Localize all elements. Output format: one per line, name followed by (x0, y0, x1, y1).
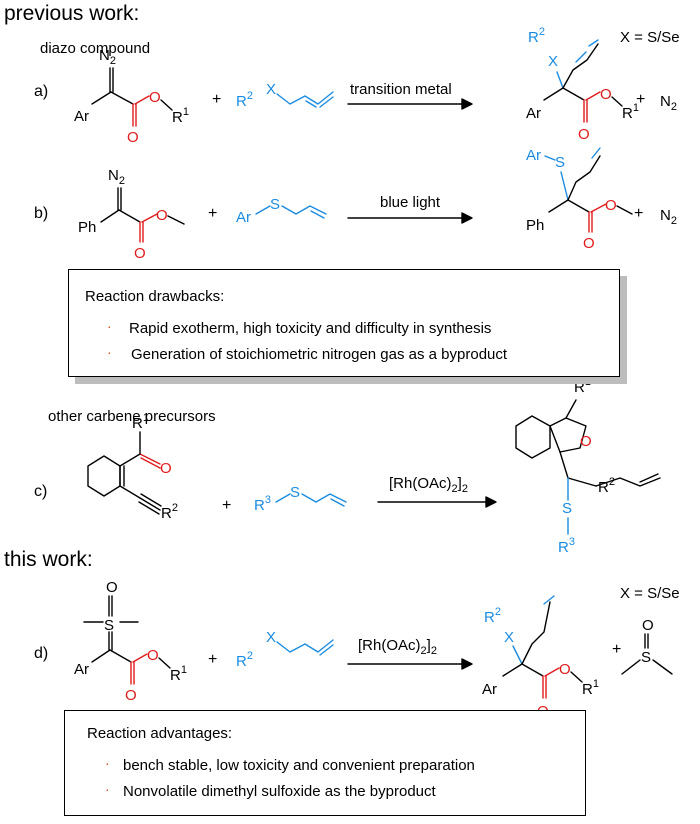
s-atom: S (290, 484, 300, 501)
x-atom: X (266, 81, 276, 98)
condition-rh-catalyst: [Rh(OAc)2​]2​ (389, 475, 468, 495)
dmso-oxygen: O (642, 617, 654, 634)
advantage-bullet: · (105, 781, 110, 797)
s-atom: S (270, 196, 280, 213)
r3-group: R3​ (254, 494, 271, 514)
r1-group: R1​ (132, 412, 149, 432)
advantage-bullet: · (105, 755, 110, 771)
product-x-atom: X (504, 629, 514, 646)
plus-sign: + (212, 91, 221, 108)
ester-oxygen: O (156, 207, 168, 224)
dmso-s-atom: S (641, 649, 651, 666)
r2-group: R2​ (236, 650, 253, 670)
reaction-c: c) O R1​ R2​ + R3​ S [Rh(OAc)2​]2​ R1​ O (34, 376, 661, 556)
r1-group: R1​ (172, 106, 189, 126)
ester-oxygen: O (147, 647, 159, 664)
drawback-bullet: · (107, 344, 112, 360)
n2-atom: N2​ (108, 167, 125, 187)
advantage-item-2: Nonvolatile dimethyl sulfoxide as the by… (123, 783, 436, 800)
drawback-item-1: Rapid exotherm, high toxicity and diffic… (129, 320, 492, 337)
condition-transition-metal: transition metal (350, 81, 452, 98)
reaction-b: b) N2​ Ph O O + Ar S blue light Ar S Ph (34, 147, 677, 262)
product-ester-oxygen: O (600, 86, 612, 103)
product-ar-group: Ar (526, 147, 541, 164)
heading-diazo-compound: diazo compound (40, 40, 151, 57)
product-x-atom: X (548, 53, 558, 70)
plus-sign: + (222, 497, 231, 514)
r1-group: R1​ (170, 664, 187, 684)
product-ar-atom: Ar (526, 105, 541, 122)
heading-other-carbene-precursors: other carbene precursors (48, 408, 216, 425)
product-ester-oxygen: O (605, 197, 617, 214)
ester-oxygen: O (149, 89, 161, 106)
furan-oxygen: O (580, 433, 592, 450)
carbonyl-oxygen: O (125, 687, 137, 704)
ylide-s-atom: S (104, 617, 114, 634)
ar-atom: Ar (74, 108, 89, 125)
sulfoxide-oxygen: O (106, 579, 118, 596)
reaction-d-label: d) (34, 645, 48, 662)
ph-group: Ph (78, 219, 96, 236)
product-s-atom: S (562, 500, 572, 517)
carbonyl-oxygen: O (160, 460, 172, 477)
product-ester-oxygen: O (559, 661, 571, 678)
advantages-title: Reaction advantages: (87, 725, 233, 742)
reaction-a: a) N2​ Ar O O R1​ + R2​ X transition met… (34, 26, 677, 146)
product-carbonyl-oxygen: O (583, 235, 595, 252)
drawback-bullet: · (107, 318, 112, 334)
plus-sign: + (208, 651, 217, 668)
drawbacks-box: Reaction drawbacks: · Rapid exotherm, hi… (68, 269, 620, 377)
condition-blue-light: blue light (380, 194, 441, 211)
condition-rh-catalyst: [Rh(OAc)2​]2​ (358, 637, 437, 657)
product-r2-group: R2​ (598, 476, 615, 496)
advantages-box: Reaction advantages: · bench stable, low… (64, 710, 586, 816)
heading-this-work: this work: (4, 548, 93, 571)
product-r2-group: R2​ (484, 606, 501, 626)
r2-group: R2​ (236, 90, 253, 110)
heading-previous-work: previous work: (4, 2, 140, 25)
x-atom: X (266, 629, 276, 646)
product-r3-group: R3​ (558, 536, 575, 556)
carbonyl-oxygen: O (127, 129, 139, 146)
product-carbonyl-oxygen: O (578, 126, 590, 143)
x-definition-a: X = S/Se (620, 29, 680, 46)
product-r1-group: R1​ (622, 102, 639, 122)
reaction-b-label: b) (34, 205, 48, 222)
reaction-a-label: a) (34, 83, 48, 100)
product-r2-group: R2​ (528, 26, 545, 46)
ar-atom: Ar (74, 661, 89, 678)
drawback-item-2: Generation of stoichiometric nitrogen ga… (131, 346, 508, 363)
n2-atom: N2​ (99, 47, 116, 67)
drawbacks-title: Reaction drawbacks: (85, 288, 225, 305)
advantage-item-1: bench stable, low toxicity and convenien… (123, 757, 475, 774)
plus-sign: + (612, 641, 621, 658)
product-ar-atom: Ar (482, 681, 497, 698)
x-definition-d: X = S/Se (620, 585, 680, 602)
carbonyl-oxygen: O (134, 245, 146, 262)
n2-byproduct: N2​ (660, 207, 677, 227)
product-ph-group: Ph (526, 217, 544, 234)
product-s-atom: S (555, 154, 565, 171)
reaction-d: d) O S Ar O O R1​ + R2​ X [Rh(OAc)2​]2​ … (34, 579, 673, 720)
plus-sign: + (634, 205, 643, 222)
r2-group: R2​ (161, 502, 178, 522)
plus-sign: + (208, 205, 217, 222)
n2-byproduct: N2​ (660, 93, 677, 113)
reaction-c-label: c) (34, 483, 47, 500)
product-r1-group: R1​ (582, 678, 599, 698)
ar-group: Ar (236, 209, 251, 226)
plus-sign: + (636, 91, 645, 108)
